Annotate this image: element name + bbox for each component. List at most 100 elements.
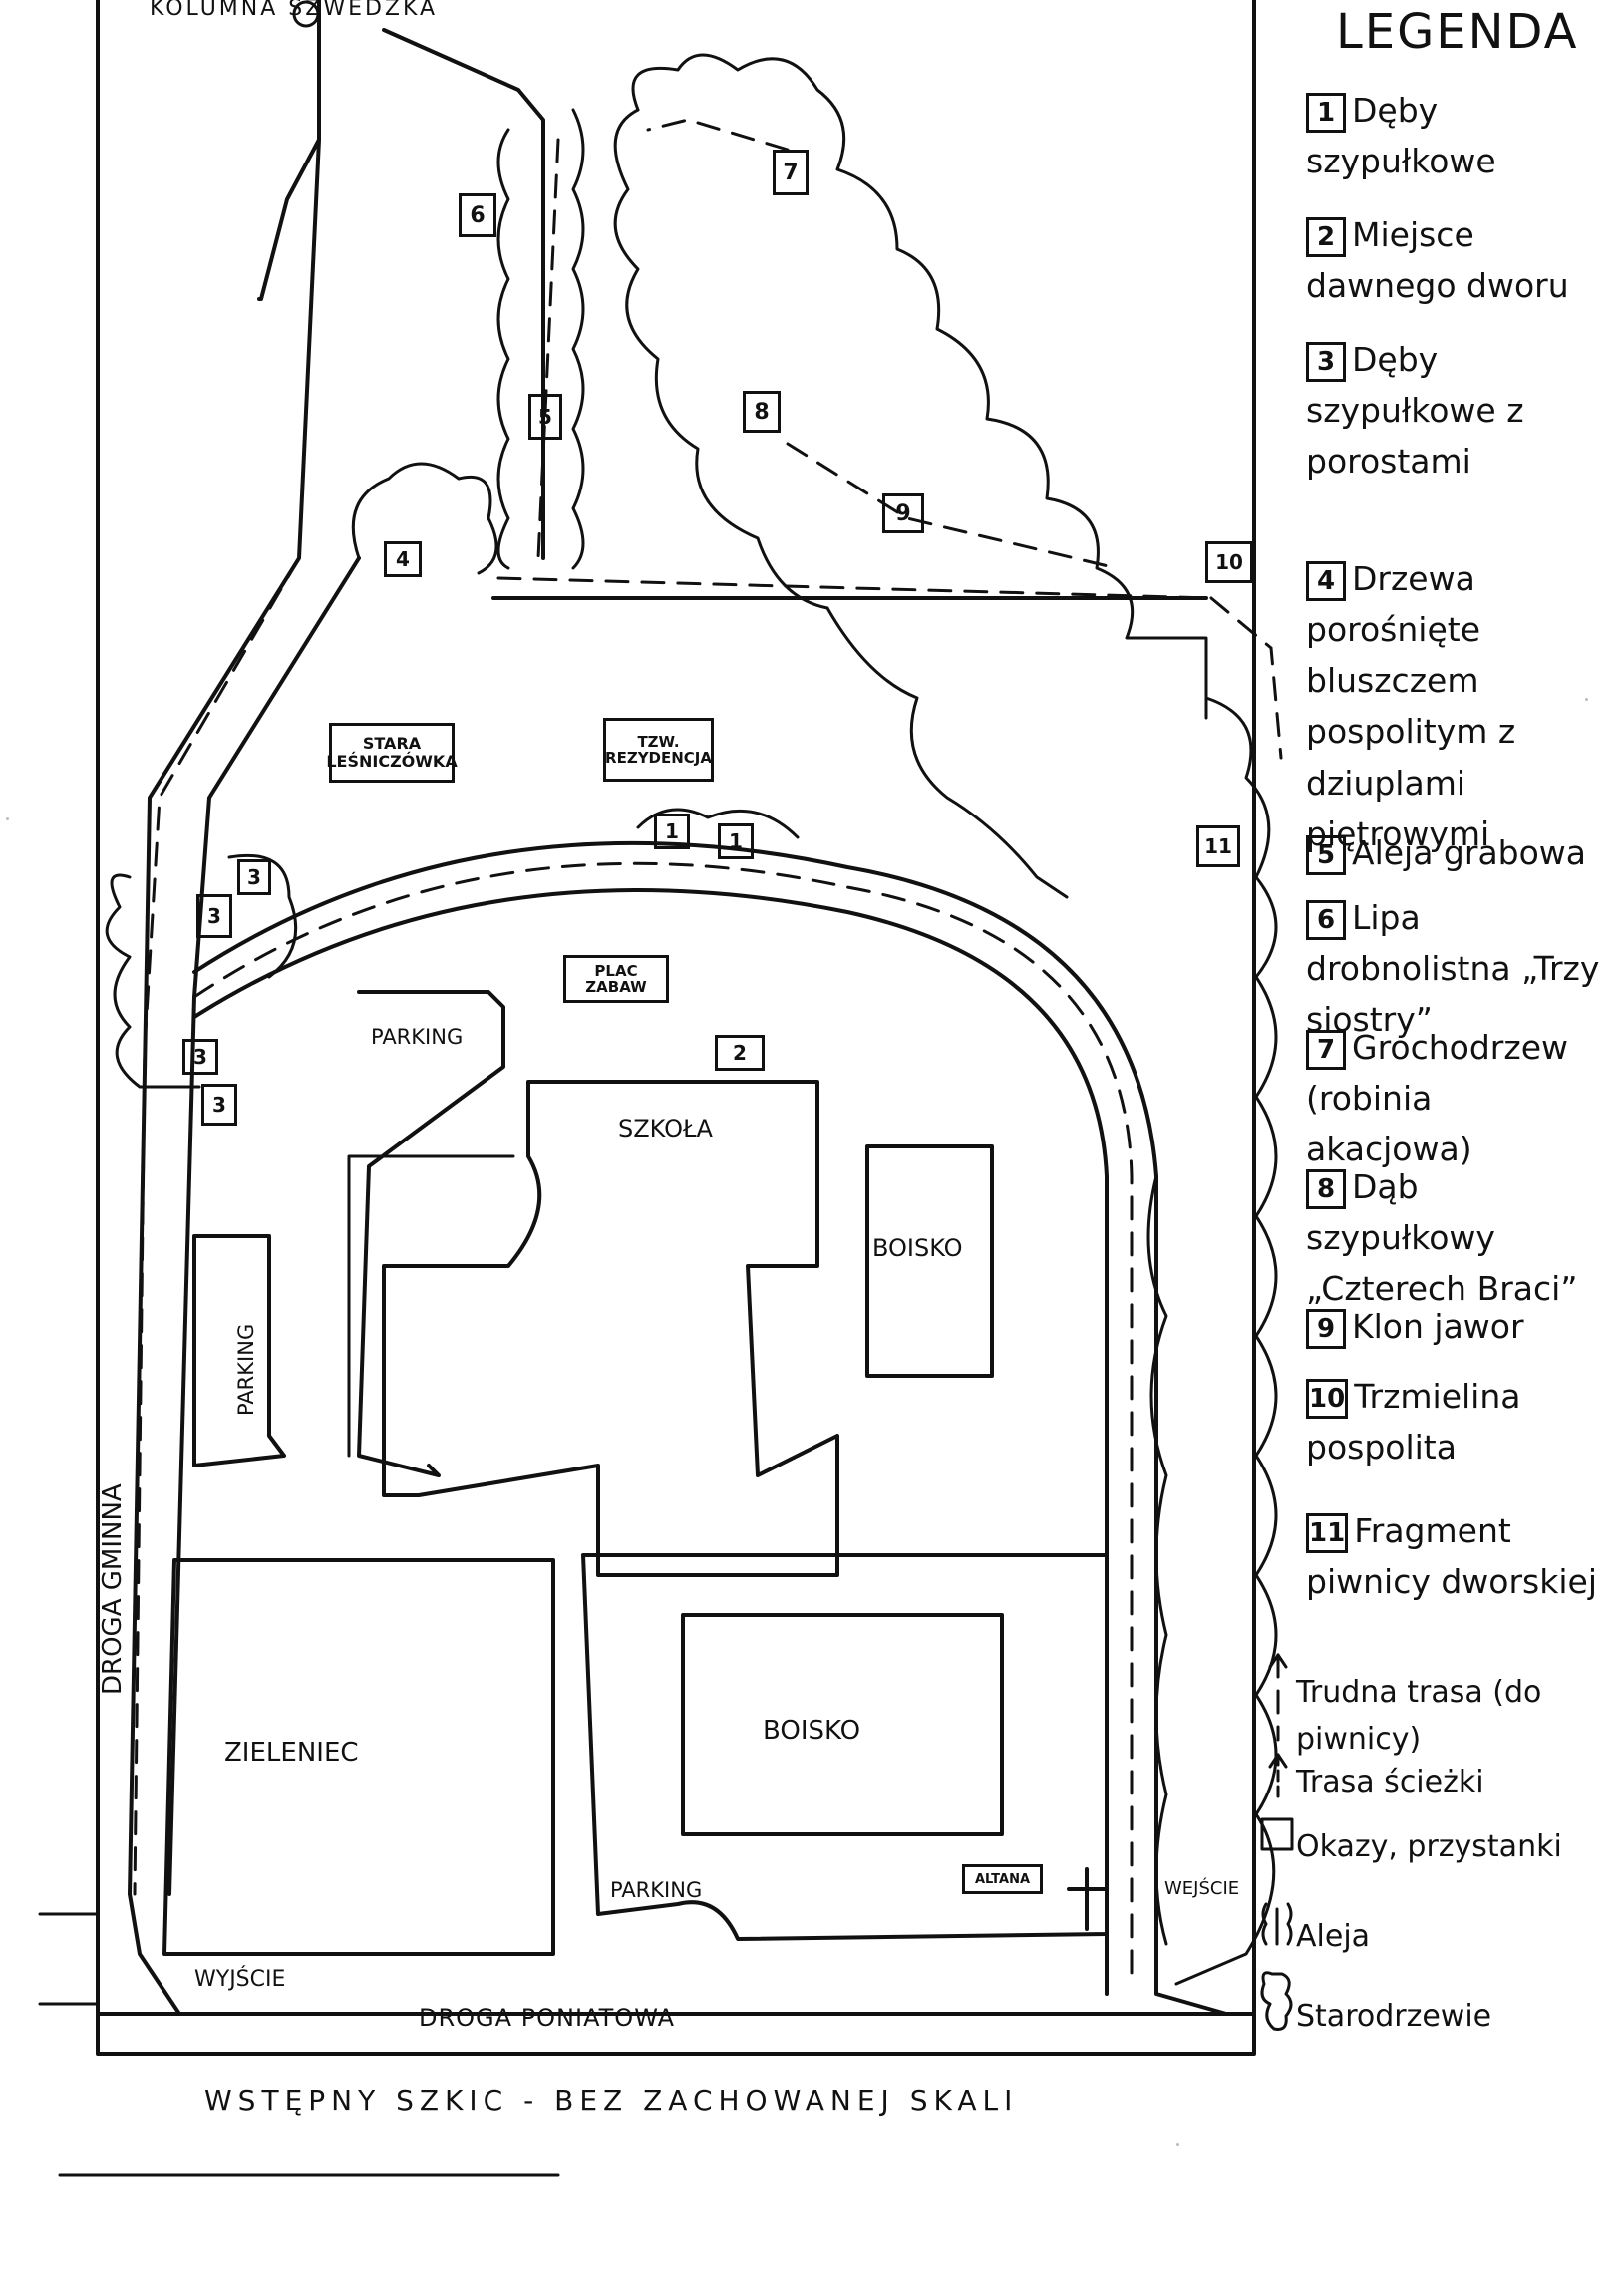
parking-label-top: PARKING (371, 1025, 464, 1049)
stop-marker-3: 3 (201, 1084, 237, 1126)
legend-number: 1 (1306, 92, 1346, 133)
old-trees-left (105, 873, 201, 1089)
stop-marker-10: 10 (1205, 541, 1253, 583)
scan-speck (1585, 698, 1588, 701)
parking-lot-left (192, 1234, 286, 1467)
column-label: KOLUMNA SZWEDZKA (150, 0, 439, 21)
parking-label-left: PARKING (234, 1323, 258, 1416)
lower-block (581, 1553, 1109, 1941)
legend-number: 2 (1306, 216, 1346, 257)
side-road-stub (38, 1912, 100, 2006)
legend-alley: Aleja (1296, 1919, 1371, 1954)
stop-marker-9: 9 (882, 493, 924, 533)
stop-marker-7: 7 (773, 150, 809, 195)
pitch-top-label: BOISKO (872, 1234, 963, 1262)
old-trees-right-inner (1146, 1174, 1168, 1946)
gazebo-label: ALTANA (962, 1864, 1043, 1894)
school-label: SZKOŁA (618, 1115, 713, 1142)
old-forester-label: STARA LEŚNICZÓWKA (326, 723, 458, 783)
route-path (646, 118, 790, 152)
legend-symbols (1260, 1653, 1294, 2031)
scan-speck (1176, 2143, 1179, 2146)
pitch-top (865, 1144, 994, 1378)
stop-marker-2: 2 (715, 1035, 765, 1071)
route-path (1209, 596, 1283, 760)
alley-left-trees (496, 128, 510, 570)
stop-marker-6: 6 (459, 193, 496, 237)
map-frame (96, 0, 1256, 2056)
stop-marker-3: 3 (237, 859, 271, 895)
cross-icon (1067, 1867, 1107, 1931)
route-path (133, 556, 301, 1896)
stop-marker-11: 11 (1196, 825, 1240, 867)
legend-text: Grochodrzew (robinia akacjowa) (1306, 1028, 1568, 1169)
legend-number: 5 (1306, 834, 1346, 875)
legend-number: 8 (1306, 1168, 1346, 1209)
loop-road-outer (192, 840, 1228, 2016)
legend-number: 11 (1306, 1512, 1349, 1553)
stop-marker-4: 4 (384, 541, 422, 577)
playground-label: PLAC ZABAW (563, 955, 669, 1003)
legend-text: Dąb szypułkowy „Czterech Braci” (1306, 1167, 1578, 1309)
legend-text: Dęby szypułkowe (1306, 91, 1496, 181)
road-segment (257, 0, 321, 301)
old-trees-by-3 (227, 853, 298, 979)
route-path (786, 442, 1119, 570)
old-trees-right (1174, 696, 1278, 1986)
legend-title: LEGENDA (1336, 4, 1579, 60)
alley-symbol (1261, 1902, 1293, 1946)
legend-number: 6 (1306, 899, 1346, 940)
old-trees-symbol (1260, 1971, 1293, 2031)
sketch-note: WSTĘPNY SZKIC - BEZ ZACHOWANEJ SKALI (204, 2084, 1019, 2117)
route-symbol (1268, 1753, 1288, 1769)
stop-marker-8: 8 (743, 391, 781, 433)
parking-label-bottom: PARKING (610, 1878, 703, 1902)
legend-text: Trzmielina pospolita (1306, 1377, 1521, 1467)
old-trees-center (825, 606, 1069, 899)
legend-text: Aleja grabowa (1352, 833, 1587, 872)
pitch-bottom (681, 1613, 1004, 1836)
legend-number: 10 (1306, 1378, 1349, 1419)
route-path (496, 576, 1213, 600)
legend-text: Fragment piwnicy dworskiej (1306, 1511, 1597, 1602)
school-building (382, 1080, 839, 1577)
legend-text: Dęby szypułkowe z porostami (1306, 340, 1524, 482)
stop-marker-5: 5 (528, 394, 562, 440)
legend-old-trees: Starodrzewie (1296, 1999, 1492, 2034)
legend-hard-route: Trudna trasa (do piwnicy) (1296, 1675, 1542, 1757)
school-wing (347, 1154, 515, 1458)
residence-label: TZW. REZYDENCJA (603, 718, 714, 782)
alley-right-trees (571, 108, 585, 570)
stop-marker-3: 3 (196, 894, 232, 938)
stop-marker-1: 1 (654, 814, 690, 849)
stop-symbol (1260, 1817, 1294, 1851)
legend-number: 3 (1306, 341, 1346, 382)
legend-text: Lipa drobnolistna „Trzy siostry” (1306, 898, 1600, 1040)
stop-marker-3: 3 (182, 1039, 218, 1075)
legend-number: 7 (1306, 1029, 1346, 1070)
entrance-label: WEJŚCIE (1164, 1878, 1240, 1899)
green-area (162, 1558, 555, 1956)
legend-text: Klon jawor (1352, 1307, 1524, 1346)
old-trees-top (631, 53, 1208, 720)
parking-lot-top (357, 990, 505, 1477)
road-edge-inner (167, 556, 361, 1896)
legend-text: Miejsce dawnego dworu (1306, 215, 1569, 306)
loop-road-inner (192, 887, 1109, 1996)
route-path (192, 861, 1134, 1986)
legend-route: Trasa ścieżki (1296, 1765, 1484, 1799)
old-trees-left-edge (613, 108, 829, 610)
legend-number: 9 (1306, 1308, 1346, 1349)
stop-marker-1: 1 (718, 823, 754, 859)
